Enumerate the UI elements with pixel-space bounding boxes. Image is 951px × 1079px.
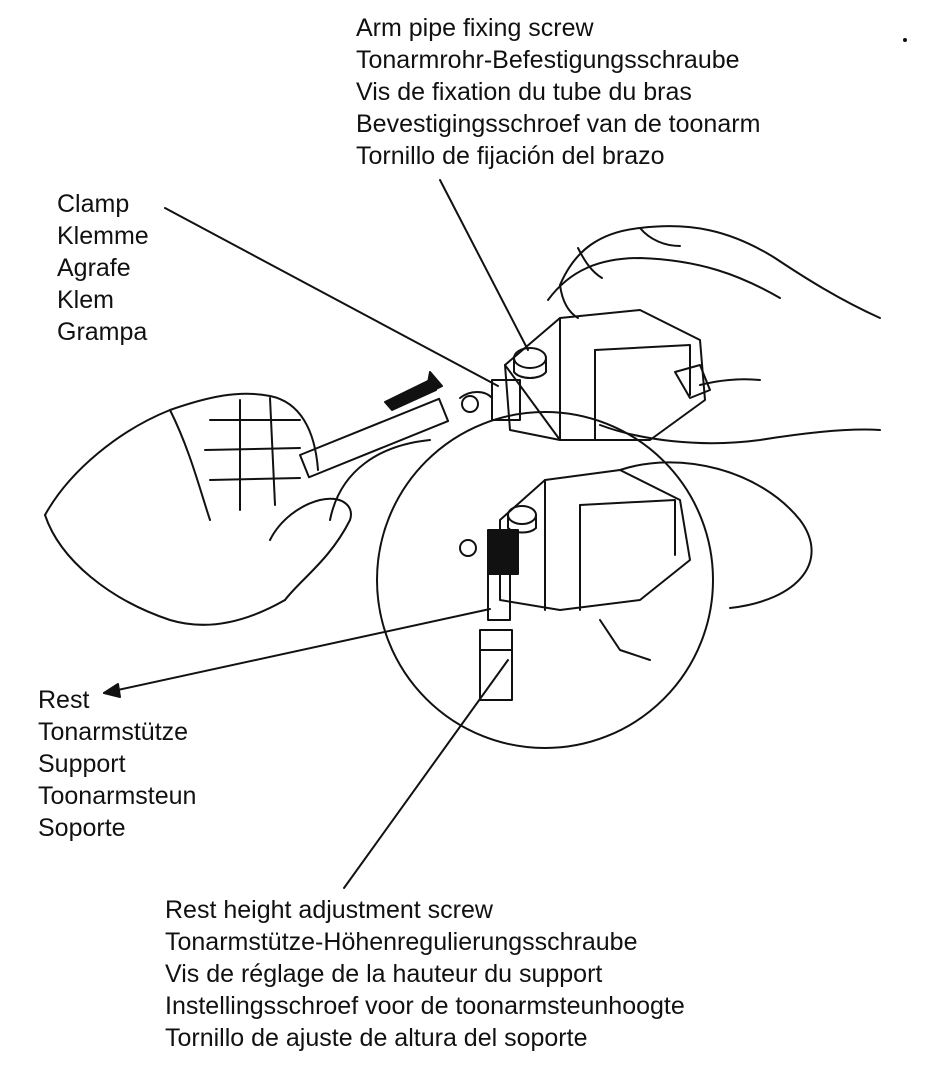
label-arm-pipe-fixing-screw: Arm pipe fixing screw Tonarmrohr-Befesti… xyxy=(356,12,760,172)
arm-pipe-fixing-screw xyxy=(514,348,546,368)
label-rest: Rest Tonarmstütze Support Toonarmsteun S… xyxy=(38,684,196,844)
label-line: Tornillo de fijación del brazo xyxy=(356,140,760,172)
label-line: Tonarmstütze xyxy=(38,716,196,748)
left-hand xyxy=(45,394,448,625)
leader-arm-pipe-screw xyxy=(440,180,528,350)
label-line: Vis de réglage de la hauteur du support xyxy=(165,958,685,990)
label-line: Tonarmrohr-Befestigungsschraube xyxy=(356,44,760,76)
label-line: Grampa xyxy=(57,316,149,348)
turntable-platter xyxy=(330,412,812,748)
direction-arrow xyxy=(385,372,442,410)
leader-clamp xyxy=(165,208,498,386)
label-line: Tornillo de ajuste de altura del soporte xyxy=(165,1022,685,1054)
upper-hand xyxy=(548,226,880,443)
leader-rest xyxy=(104,609,490,693)
label-line: Klemme xyxy=(57,220,149,252)
stray-mark xyxy=(903,38,907,42)
label-line: Clamp xyxy=(57,188,149,220)
tonearm-base-lower xyxy=(460,470,690,700)
label-clamp: Clamp Klemme Agrafe Klem Grampa xyxy=(57,188,149,348)
label-line: Bevestigingsschroef van de toonarm xyxy=(356,108,760,140)
label-line: Tonarmstütze-Höhenregulierungsschraube xyxy=(165,926,685,958)
label-line: Instellingsschroef voor de toonarmsteunh… xyxy=(165,990,685,1022)
tonearm-pipe xyxy=(300,399,448,477)
tonearm-base-upper xyxy=(460,310,710,440)
label-line: Klem xyxy=(57,284,149,316)
label-line: Agrafe xyxy=(57,252,149,284)
label-line: Soporte xyxy=(38,812,196,844)
label-line: Rest xyxy=(38,684,196,716)
rest-height-screw xyxy=(480,630,512,700)
leader-rest-height xyxy=(344,660,508,888)
label-line: Rest height adjustment screw xyxy=(165,894,685,926)
label-line: Support xyxy=(38,748,196,780)
label-line: Vis de fixation du tube du bras xyxy=(356,76,760,108)
label-rest-height-adjustment-screw: Rest height adjustment screw Tonarmstütz… xyxy=(165,894,685,1054)
label-line: Toonarmsteun xyxy=(38,780,196,812)
label-line: Arm pipe fixing screw xyxy=(356,12,760,44)
